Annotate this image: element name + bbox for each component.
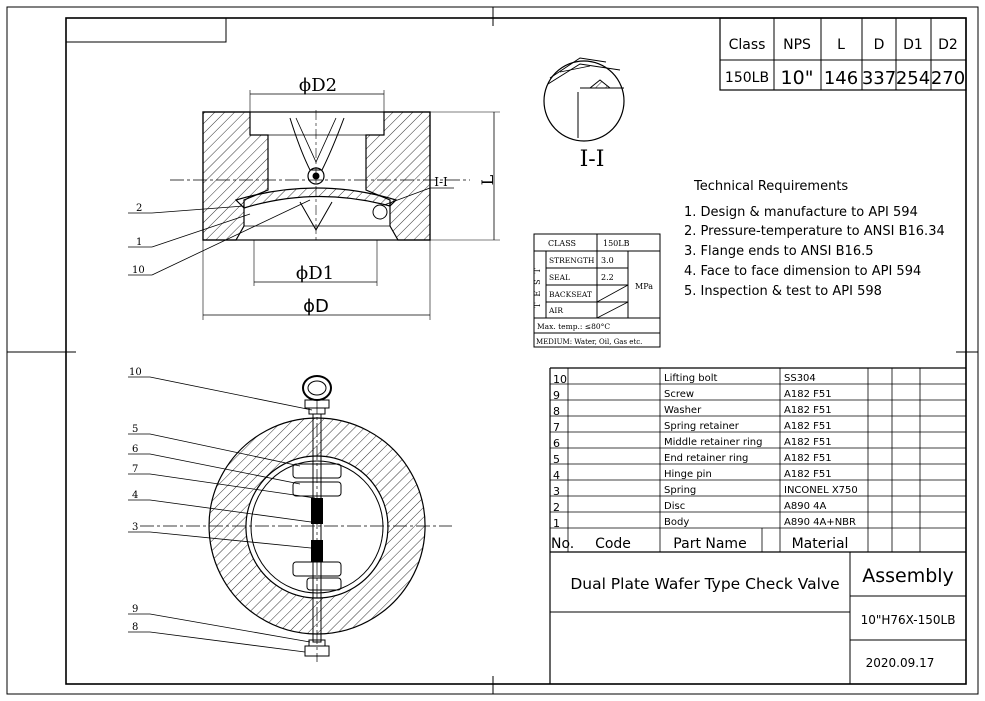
dim-d2-label: ϕD2 (299, 75, 337, 96)
test-max-temp: Max. temp.: ≤80°C (537, 322, 610, 331)
section-callout-2: 2 (136, 203, 142, 214)
bom-cell-part-name: Spring retainer (664, 421, 740, 432)
bom-cell-no: 7 (553, 421, 560, 434)
bom-cell-part-name: Screw (664, 389, 694, 400)
bom-cell-no: 6 (553, 437, 560, 450)
bom-cell-part-name: Hinge pin (664, 469, 712, 480)
tech-item: 5. Inspection & test to API 598 (684, 284, 882, 299)
test-class-label: CLASS (548, 239, 576, 248)
bom-cell-part-name: End retainer ring (664, 453, 748, 464)
section-view: ϕD2 ϕD1 ϕD L I-I 2 1 10 (128, 75, 500, 320)
front-callout: 8 (132, 622, 138, 633)
test-row-name: SEAL (549, 273, 570, 282)
test-row-name: BACKSEAT (549, 290, 592, 299)
bom-cell-part-name: Body (664, 517, 689, 528)
bom-header-name: Part Name (673, 536, 746, 552)
tech-item: 2. Pressure-temperature to ANSI B16.34 (684, 224, 945, 239)
bom-cell-material: A182 F51 (784, 437, 832, 448)
bom-cell-material: A890 4A+NBR (784, 517, 856, 528)
bom-cell-material: A182 F51 (784, 421, 832, 432)
dims-header-d2: D2 (938, 37, 958, 53)
lifting-eye-icon (302, 375, 332, 401)
tech-item: 3. Flange ends to ANSI B16.5 (684, 244, 874, 259)
section-callout-1: 1 (136, 237, 142, 248)
dims-value-d: 337 (862, 68, 896, 89)
front-callout: 10 (129, 367, 142, 378)
bom-cell-no: 2 (553, 501, 560, 514)
bom-header-code: Code (595, 536, 631, 552)
bom-header: No. Code Part Name Material (551, 536, 848, 552)
front-callout: 9 (132, 604, 138, 615)
dims-value-d2: 270 (931, 68, 965, 89)
dims-header-l: L (837, 37, 845, 53)
test-row-value: 3.0 (601, 256, 614, 265)
test-vertical-label: TEST (533, 262, 542, 308)
test-row-name: AIR (548, 306, 563, 315)
dims-header-nps: NPS (783, 37, 811, 53)
bom-cell-no: 4 (553, 469, 560, 482)
bom-cell-material: SS304 (784, 373, 816, 384)
dims-value-class: 150LB (725, 70, 769, 86)
section-callout-10: 10 (132, 265, 145, 276)
dims-value-l: 146 (824, 68, 858, 89)
sheet-frame (6, 6, 979, 695)
bom-cell-no: 9 (553, 389, 560, 402)
front-callout: 4 (132, 490, 138, 501)
dim-d1-label: ϕD1 (296, 263, 334, 284)
tech-title: Technical Requirements (693, 179, 848, 194)
test-class-value: 150LB (603, 239, 630, 248)
bom-cell-material: INCONEL X750 (784, 485, 858, 496)
tech-item: 1. Design & manufacture to API 594 (684, 205, 918, 220)
bom-cell-no: 10 (553, 373, 567, 386)
bom-cell-material: A182 F51 (784, 405, 832, 416)
bom-cell-material: A182 F51 (784, 453, 832, 464)
front-callout: 7 (132, 464, 138, 475)
bom-cell-no: 1 (553, 517, 560, 530)
front-callout: 6 (132, 444, 138, 455)
dims-header-d1: D1 (903, 37, 923, 53)
dim-d-label: ϕD (303, 296, 329, 317)
bom-cell-no: 5 (553, 453, 560, 466)
drawing-title: Dual Plate Wafer Type Check Valve (570, 575, 839, 593)
dimensions-table: Class NPS L D D1 D2 150LB 10" 146 337 25… (719, 17, 967, 91)
bom-header-material: Material (792, 536, 849, 552)
test-row-value: 2.2 (601, 273, 614, 282)
drawing-date: 2020.09.17 (866, 656, 935, 670)
bom-cell-no: 3 (553, 485, 560, 498)
bom-cell-part-name: Washer (664, 405, 702, 416)
model-number: 10"H76X-150LB (861, 613, 956, 627)
test-unit: MPa (635, 282, 653, 291)
tech-item: 4. Face to face dimension to API 594 (684, 264, 921, 279)
detail-view-ii: I-I (543, 57, 625, 172)
test-row-name: STRENGTH (549, 256, 595, 265)
dims-header-d: D (874, 37, 885, 53)
bom-cell-material: A182 F51 (784, 469, 832, 480)
dim-l-label: L (478, 174, 497, 185)
test-table: CLASS 150LB TEST STRENGTH 3.0 SEAL 2.2 B… (533, 233, 661, 348)
bom-header-no: No. (551, 536, 574, 552)
bom-cell-part-name: Middle retainer ring (664, 437, 762, 448)
test-medium: MEDIUM: Water, Oil, Gas etc. (536, 338, 642, 346)
dims-value-d1: 254 (896, 68, 930, 89)
dims-value-nps: 10" (781, 67, 814, 89)
detail-label: I-I (580, 147, 605, 172)
assembly-label: Assembly (862, 565, 954, 587)
front-view: 10 5 6 7 4 3 9 8 (128, 367, 452, 662)
section-ii-label: I-I (434, 175, 448, 189)
front-callout: 3 (132, 522, 138, 533)
bom-table (549, 367, 966, 684)
bom-cell-part-name: Disc (664, 501, 685, 512)
bom-cell-part-name: Lifting bolt (664, 373, 718, 384)
front-callout: 5 (132, 424, 138, 435)
bom-cell-material: A890 4A (784, 501, 826, 512)
bom-cell-no: 8 (553, 405, 560, 418)
technical-requirements: Technical Requirements 1. Design & manuf… (684, 179, 945, 299)
title-block: Dual Plate Wafer Type Check Valve Assemb… (550, 552, 966, 684)
bom-cell-part-name: Spring (664, 485, 696, 496)
bom-cell-material: A182 F51 (784, 389, 832, 400)
disc-section (234, 187, 398, 209)
dims-header-class: Class (729, 37, 766, 53)
